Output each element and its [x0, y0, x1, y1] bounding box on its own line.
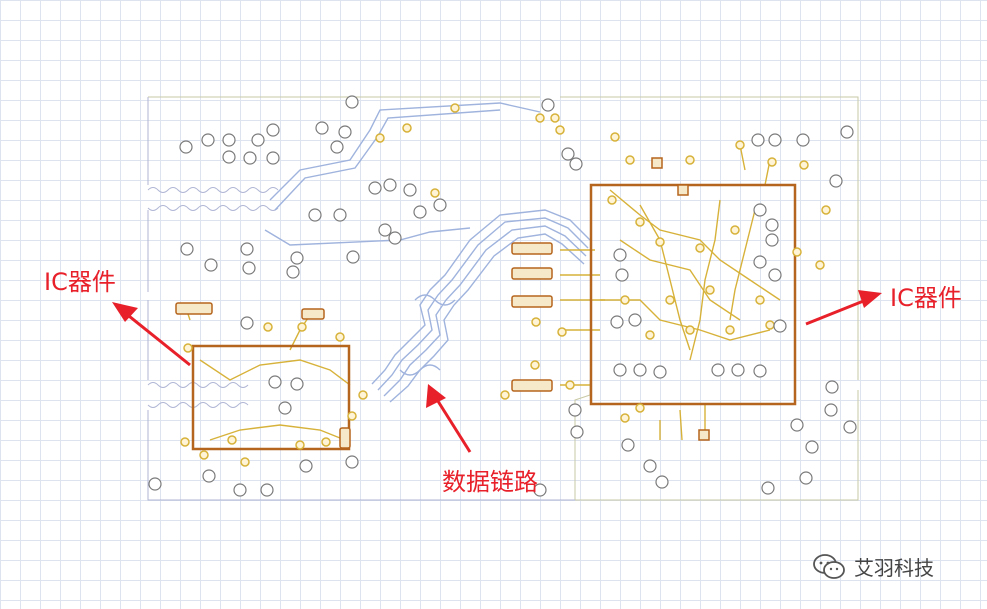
watermark-text: 艾羽科技 [854, 556, 934, 580]
wechat-icon [813, 553, 845, 579]
left-ic-label: IC器件 [44, 268, 116, 296]
annotation-arrows [112, 290, 882, 453]
signal-traces [184, 144, 781, 441]
arrow-to-data-link [426, 384, 472, 453]
data-link-label: 数据链路 [442, 468, 538, 496]
right-ic-label: IC器件 [890, 284, 962, 312]
component-footprints [175, 157, 710, 449]
arrow-to-right-ic [805, 290, 882, 326]
board-outline [147, 96, 859, 501]
ic-right-outline [589, 183, 797, 406]
mounting-holes [148, 95, 857, 497]
ic-left-outline [191, 344, 351, 451]
watermark: 艾羽科技 [812, 552, 934, 581]
arrow-to-left-ic [112, 302, 191, 367]
board-edge-wave [147, 187, 279, 408]
via-pads [180, 103, 831, 467]
